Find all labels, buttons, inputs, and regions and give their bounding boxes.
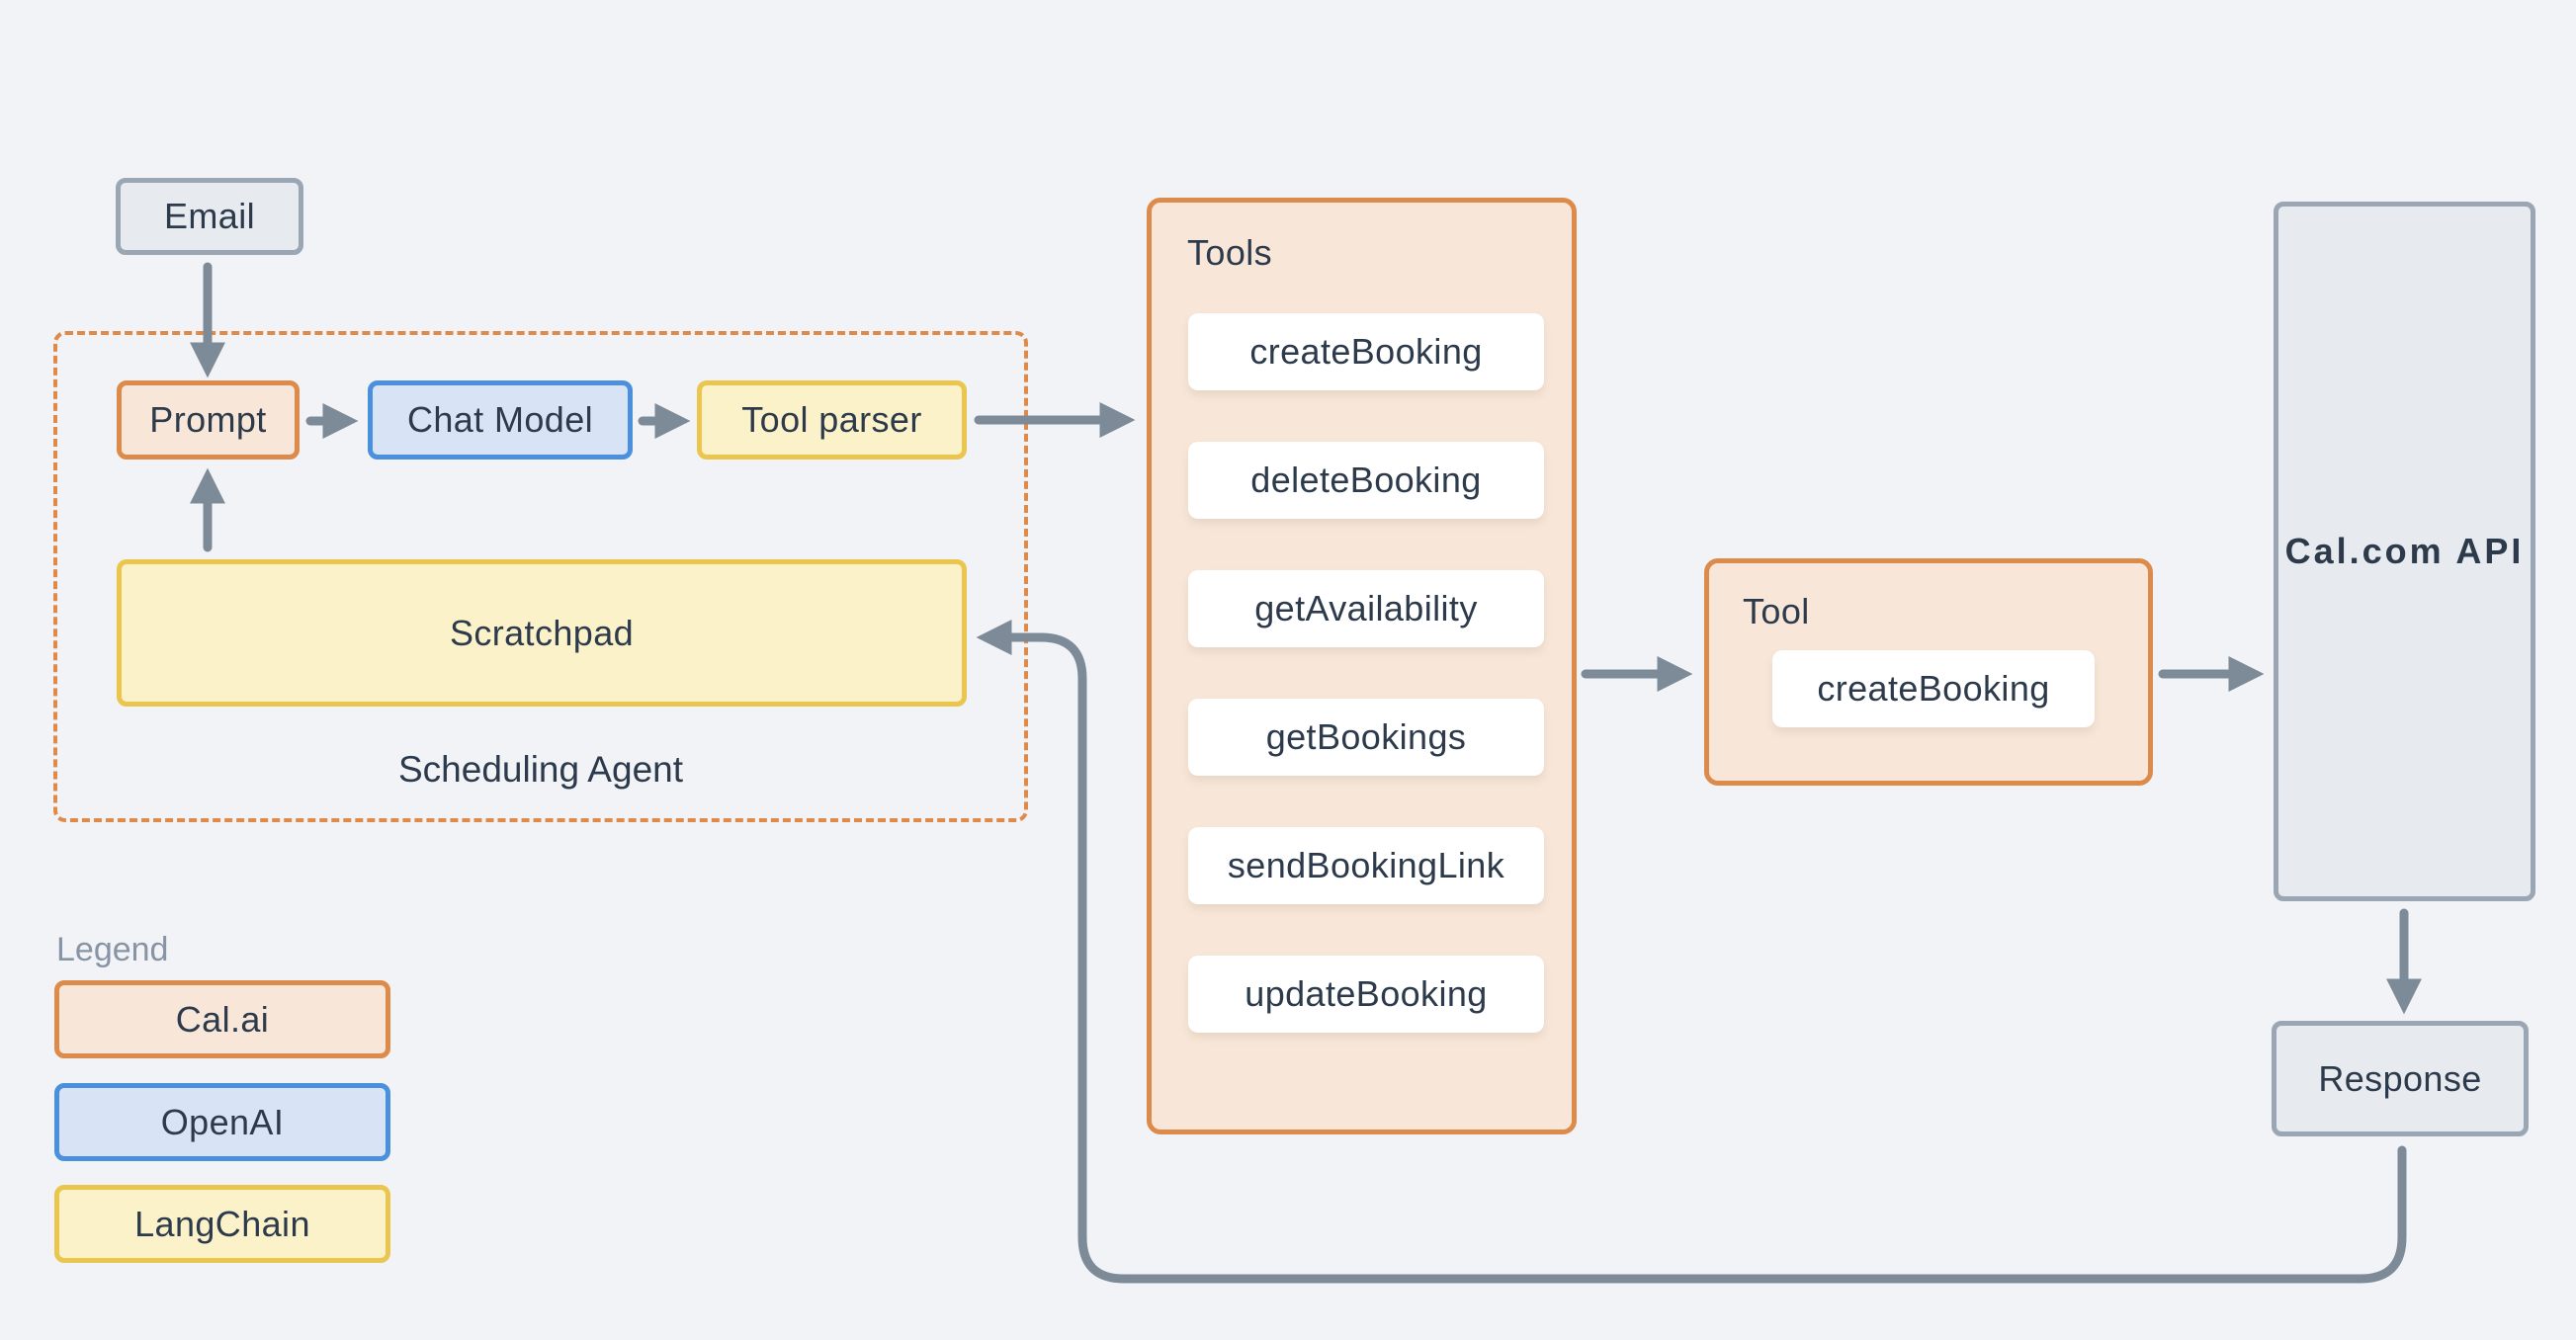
tool-item-getbookings: getBookings — [1188, 699, 1544, 776]
selected-tool-item-createbooking: createBooking — [1772, 650, 2095, 727]
legend-item-calai: Cal.ai — [54, 980, 390, 1058]
tools-container: Tools createBooking deleteBooking getAva… — [1147, 198, 1577, 1134]
selected-tool-container: Tool createBooking — [1704, 558, 2153, 786]
response-node: Response — [2272, 1021, 2529, 1136]
tool-item-updatebooking: updateBooking — [1188, 956, 1544, 1033]
chat-model-node: Chat Model — [368, 380, 633, 460]
tool-item-createbooking: createBooking — [1188, 313, 1544, 390]
tools-title: Tools — [1187, 232, 1273, 273]
tool-parser-node: Tool parser — [697, 380, 967, 460]
email-node: Email — [116, 178, 303, 255]
scheduling-agent-container — [53, 331, 1028, 822]
tool-item-getavailability: getAvailability — [1188, 570, 1544, 647]
legend-item-openai: OpenAI — [54, 1083, 390, 1161]
legend-item-langchain: LangChain — [54, 1185, 390, 1263]
calcom-api-node: Cal.com API — [2274, 202, 2535, 901]
prompt-node: Prompt — [117, 380, 300, 460]
scratchpad-node: Scratchpad — [117, 559, 967, 707]
tool-item-sendbookinglink: sendBookingLink — [1188, 827, 1544, 904]
legend-title: Legend — [56, 931, 169, 968]
tool-item-deletebooking: deleteBooking — [1188, 442, 1544, 519]
tool-title: Tool — [1743, 591, 1810, 631]
scheduling-agent-label: Scheduling Agent — [397, 749, 683, 790]
